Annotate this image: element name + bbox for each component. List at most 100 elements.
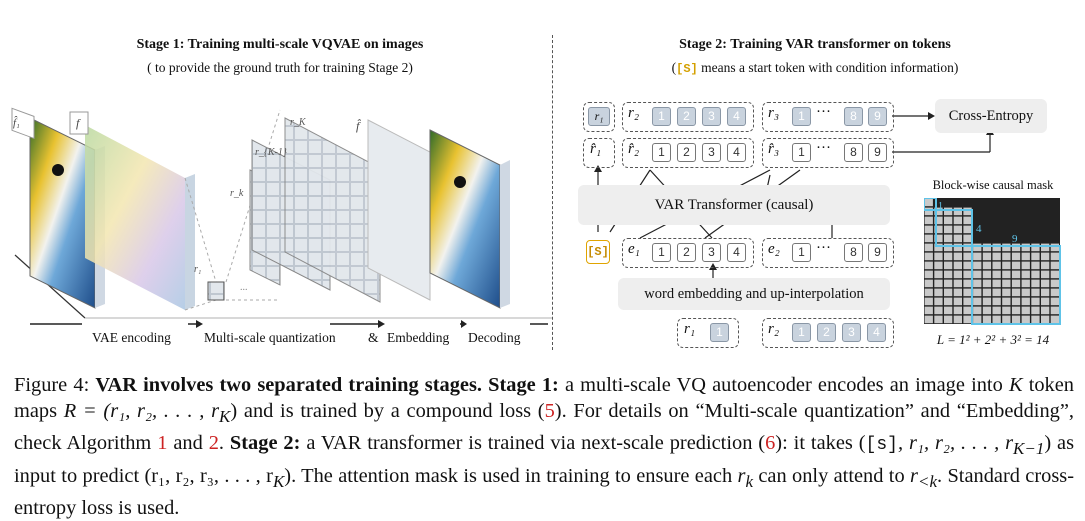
mask-cell (924, 261, 933, 270)
mask-cell (982, 261, 992, 270)
mask-cell (924, 297, 933, 306)
token-r3-8: 8 (844, 107, 863, 126)
token-r2-3: 3 (702, 107, 721, 126)
mask-cell (982, 270, 992, 279)
mask-cell (973, 306, 982, 315)
mask-cell (992, 279, 1001, 288)
label-multi-scale-quantization: Multi-scale quantization (204, 330, 336, 345)
mask-cell (992, 243, 1001, 252)
token-rh3-1: 1 (792, 143, 811, 162)
svg-text:f̂₁: f̂₁ (13, 116, 20, 129)
mask-cell (982, 306, 992, 315)
mask-cell (963, 288, 972, 297)
mask-cell (963, 279, 972, 288)
mask-cell (953, 252, 962, 261)
mask-cell (1050, 252, 1059, 261)
mask-cell (944, 243, 953, 252)
stage2-title: Stage 2: Training VAR transformer on tok… (679, 37, 951, 52)
mask-cell (1021, 315, 1030, 324)
mask-cell (982, 243, 992, 252)
label-vae-encoding: VAE encoding (92, 330, 171, 345)
mask-cell (924, 288, 933, 297)
start-token: [S] (586, 240, 610, 264)
mask-cell (934, 261, 943, 270)
var-transformer-box: VAR Transformer (causal) (578, 185, 890, 225)
token-e1-1: 1 (652, 243, 671, 262)
mask-cell (1050, 243, 1059, 252)
label-rh3: r̂₃ (768, 141, 780, 157)
mask-cell (1041, 297, 1050, 306)
mask-cell (1031, 279, 1040, 288)
label-r3: r₃ (768, 105, 780, 121)
mask-cell (1021, 306, 1030, 315)
mask-cell (924, 207, 933, 216)
svg-text:9: 9 (1012, 233, 1018, 245)
stage1-title: Stage 1: Training multi-scale VQVAE on i… (136, 37, 424, 52)
token-r2-1: 1 (652, 107, 671, 126)
feature-map-f (85, 125, 195, 310)
token-b2-1: 1 (792, 323, 811, 342)
mask-cell (944, 306, 953, 315)
mask-cell (1031, 288, 1040, 297)
mask-cell (944, 279, 953, 288)
mask-cell (1021, 288, 1030, 297)
mask-cell (973, 288, 982, 297)
mask-cell (1050, 306, 1059, 315)
token-b2-3: 3 (842, 323, 861, 342)
mask-cell (1021, 279, 1030, 288)
mask-cell (963, 270, 972, 279)
group-r3 (762, 102, 894, 132)
mask-cell (963, 243, 972, 252)
stage-divider (552, 35, 553, 350)
mask-cell (953, 261, 962, 270)
mask-cell (982, 279, 992, 288)
group-e1 (622, 238, 754, 268)
mask-cell (1011, 270, 1021, 279)
ellipsis-rh3: ··· (816, 140, 831, 156)
token-e2-1: 1 (792, 243, 811, 262)
token-r2-2: 2 (677, 107, 696, 126)
mask-cell (944, 216, 953, 225)
mask-cell (992, 306, 1001, 315)
mask-cell (973, 252, 982, 261)
mask-cell (1050, 315, 1059, 324)
mask-cell (934, 243, 943, 252)
stage1-subtitle: ( to provide the ground truth for traini… (147, 60, 413, 75)
mask-cell (924, 225, 933, 234)
cross-entropy-box: Cross-Entropy (935, 99, 1047, 133)
mask-cell (963, 216, 972, 225)
mask-cell (953, 288, 962, 297)
mask-cell (924, 279, 933, 288)
mask-cell (934, 216, 943, 225)
mask-cell (973, 261, 982, 270)
group-rh3 (762, 138, 894, 168)
mask-cell (1011, 252, 1021, 261)
mask-cell (934, 207, 943, 216)
mask-cell (992, 270, 1001, 279)
mask-cell (973, 297, 982, 306)
stage2-subtitle: ([S] means a start token with condition … (575, 60, 1055, 76)
mask-cell (1011, 306, 1021, 315)
mask-cell (924, 306, 933, 315)
mask-cell (982, 288, 992, 297)
token-e2-9: 9 (868, 243, 887, 262)
mask-cell (1021, 270, 1030, 279)
svg-text:r_{K-1}: r_{K-1} (255, 147, 287, 158)
token-rh3-8: 8 (844, 143, 863, 162)
label-embedding: Embedding (387, 330, 450, 345)
mask-cell (1050, 279, 1059, 288)
mask-cell (924, 243, 933, 252)
group-b1 (677, 318, 739, 348)
mask-cell (1002, 261, 1011, 270)
token-r3-1: 1 (792, 107, 811, 126)
mask-cells (924, 198, 1059, 324)
svg-text:r₁: r₁ (194, 264, 201, 275)
mask-cell (1041, 288, 1050, 297)
mask-cell (963, 252, 972, 261)
mask-cell (924, 216, 933, 225)
mask-cell (934, 270, 943, 279)
stage1-arrows (30, 320, 548, 328)
mask-cell (1031, 243, 1040, 252)
mask-cell (944, 288, 953, 297)
mask-cell (934, 297, 943, 306)
